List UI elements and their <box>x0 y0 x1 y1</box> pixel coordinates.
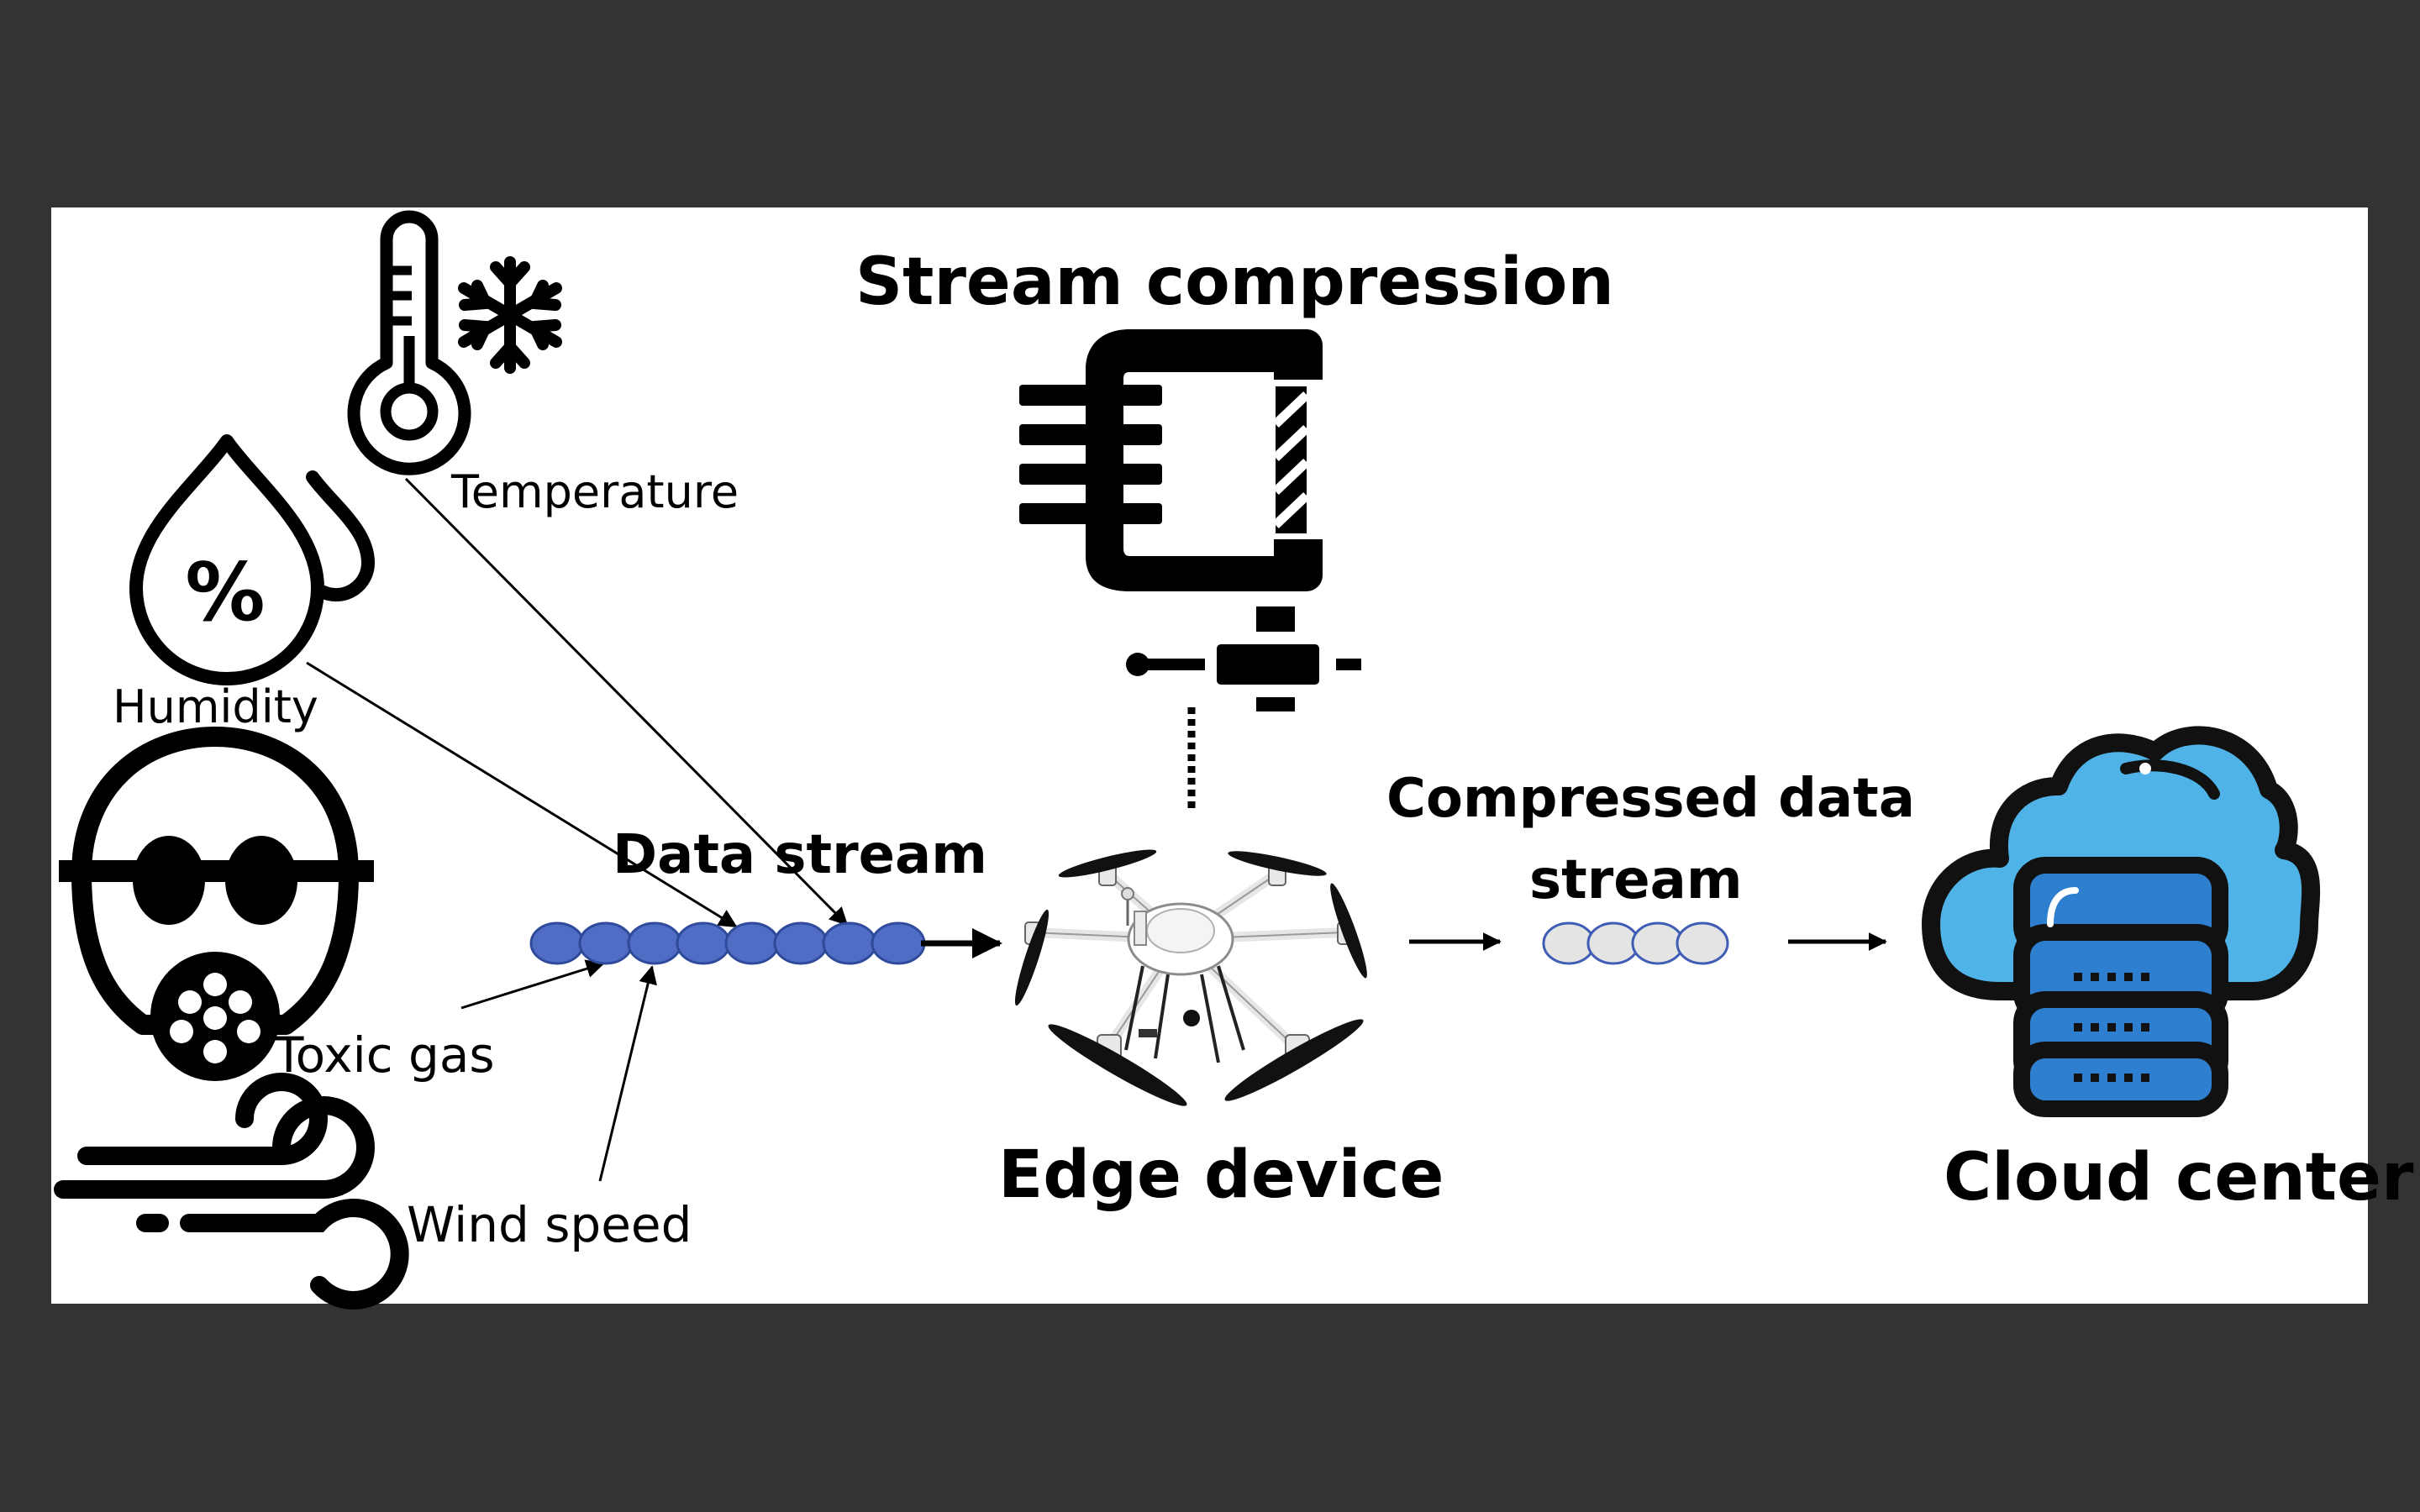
humidity-percent-glyph: % <box>185 547 265 639</box>
compressed-data-label-line1: Compressed data <box>1386 768 1915 830</box>
raw-data-packet <box>676 921 731 965</box>
raw-data-stream <box>529 921 926 965</box>
humidity-arrow <box>306 661 738 928</box>
humidity-label: Humidity <box>113 680 318 733</box>
wind-speed-arrow <box>598 965 657 1182</box>
raw-data-packet <box>627 921 682 965</box>
raw-data-packet <box>822 921 877 965</box>
humidity-drop-icon: % <box>129 434 376 685</box>
compressed-data-label-line2: stream <box>1529 849 1743 911</box>
drone-icon <box>1014 849 1367 1106</box>
raw-data-packet <box>773 921 829 965</box>
raw-data-packet <box>529 921 585 965</box>
stream-compression-title: Stream compression <box>855 244 1614 320</box>
toxic-gas-label: Toxic gas <box>273 1026 495 1084</box>
cloud-server-icon <box>1922 726 2321 1117</box>
compressed-data-packet <box>1631 921 1685 965</box>
wind-icon <box>54 1073 409 1310</box>
temperature-arrow <box>404 477 849 927</box>
compressed-data-packet <box>1586 921 1640 965</box>
raw-data-packet <box>724 921 780 965</box>
compressed-data-packet <box>1542 921 1596 965</box>
edge-device-label: Edge device <box>998 1137 1444 1213</box>
wind-speed-label: Wind speed <box>407 1196 692 1253</box>
compressed-data-packet <box>1676 921 1729 965</box>
snowflake-icon <box>458 256 562 374</box>
temperature-label: Temperature <box>450 465 739 518</box>
compressed-data-stream <box>1542 921 1729 965</box>
raw-data-packet <box>578 921 634 965</box>
toxic-gas-arrow <box>460 959 605 1010</box>
thermometer-icon <box>347 210 471 475</box>
clamp-icon <box>1019 329 1361 711</box>
cloud-center-label: Cloud center <box>1944 1140 2414 1215</box>
sensor-arrows <box>306 477 849 1182</box>
raw-data-packet <box>871 921 926 965</box>
diagram-panel <box>51 207 2368 1304</box>
data-stream-label: Data stream <box>613 824 987 886</box>
gas-mask-icon <box>59 727 374 1081</box>
